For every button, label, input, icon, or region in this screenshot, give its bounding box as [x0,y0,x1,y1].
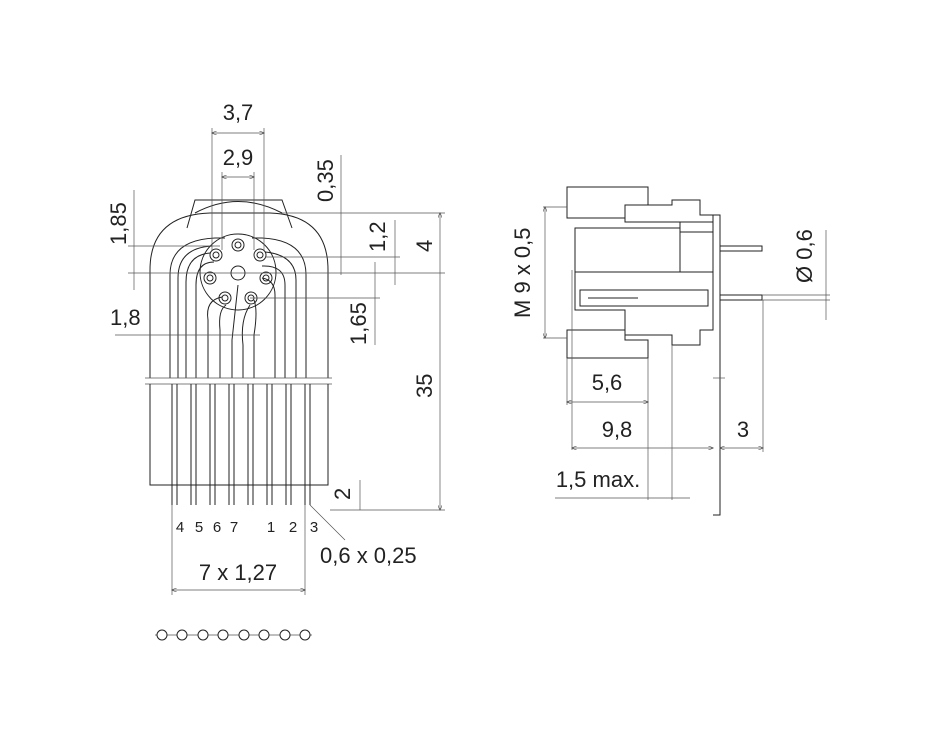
nut-upper-section [566,186,649,219]
break-band [145,377,332,385]
dim-pin-diameter: Ø 0,6 [792,229,817,283]
side-dimension-lines [543,207,830,500]
dim-3-7: 3,7 [223,100,254,125]
pin-label: 6 [213,519,221,536]
pin-labels: 4 5 6 7 1 2 3 [176,519,318,536]
dim-0-35: 0,35 [313,159,338,202]
dim-1-85: 1,85 [106,202,131,245]
housing-outline [149,212,329,378]
dim-2: 2 [330,488,355,500]
dim-4: 4 [412,240,437,252]
housing-flange-arc [194,201,283,214]
dim-9-8: 9,8 [602,417,633,442]
dim-1-2: 1,2 [365,221,390,252]
pin-label: 5 [195,519,203,536]
dim-5-6: 5,6 [592,370,623,395]
pin-wires [169,237,307,378]
dim-2-9: 2,9 [223,145,254,170]
pins [149,384,329,505]
pin-upper [719,245,763,252]
front-view: 3,7 2,9 0,35 1,85 1,2 4 1,8 1,65 35 2 4 … [106,100,445,641]
pin-label: 2 [289,519,297,536]
pcb-hole-pattern [155,629,312,641]
dim-1-65: 1,65 [346,302,371,345]
contact-holes [203,238,273,305]
dim-thread: M 9 x 0,5 [510,228,535,318]
front-dimension-lines [115,128,445,595]
pin-label: 1 [267,519,275,536]
housing-flange [186,199,293,229]
nut-lower-section [566,329,649,359]
pin-lower [719,294,763,301]
contact [579,289,709,307]
dim-35: 35 [412,374,437,398]
housing-lower-section [574,271,714,346]
pin-label: 7 [230,519,238,536]
dim-3: 3 [737,417,749,442]
housing-upper-section [624,199,714,233]
pin-label: 3 [310,519,318,536]
panel [713,214,721,516]
socket-cavity [574,227,681,273]
contact-insert [199,233,277,311]
pin-label: 4 [176,519,184,536]
side-view: M 9 x 0,5 Ø 0,6 5,6 9,8 3 1,5 max. [510,186,830,516]
insert-block [679,221,714,273]
dim-1-8: 1,8 [110,305,141,330]
dim-1-5-max: 1,5 max. [556,467,640,492]
dim-pitch: 7 x 1,27 [199,560,277,585]
dim-pin-section: 0,6 x 0,25 [320,543,417,568]
